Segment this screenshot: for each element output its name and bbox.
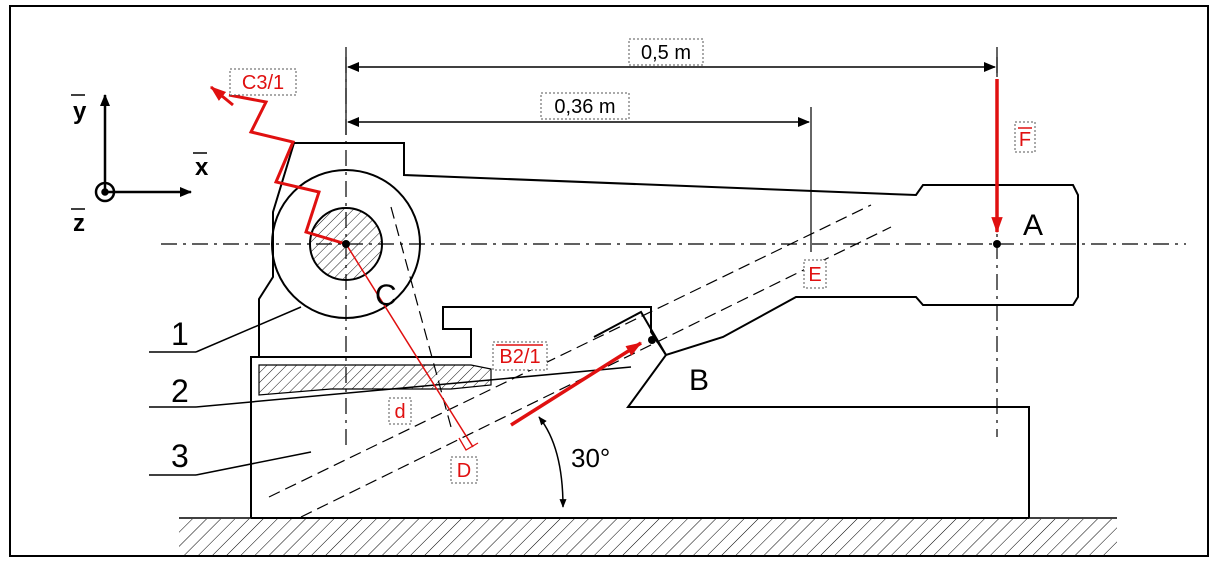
point-c-dot bbox=[342, 240, 350, 248]
spring-c31 bbox=[210, 85, 347, 246]
angle-arc bbox=[538, 416, 567, 508]
diagram-frame: 0,5 m 0,36 m C3/1 F B2/1 d D E A B C 30°… bbox=[9, 5, 1209, 557]
lever-arm-d bbox=[345, 243, 479, 451]
dim-036-label: 0,36 m bbox=[554, 96, 615, 118]
axis-x-label: x bbox=[195, 154, 209, 181]
force-b21-arrow bbox=[510, 341, 642, 427]
point-a-dot bbox=[993, 240, 1001, 248]
dim-extension-lines bbox=[345, 47, 998, 252]
point-e-label: E bbox=[808, 264, 821, 286]
part-2 bbox=[258, 364, 492, 396]
point-d-label: D bbox=[457, 460, 471, 482]
part-2-label: 2 bbox=[171, 373, 189, 409]
axis-z-label: z bbox=[73, 210, 85, 237]
point-c-label: C bbox=[375, 279, 397, 312]
point-b-dot bbox=[648, 336, 656, 344]
axis-y-label: y bbox=[73, 98, 87, 125]
force-f-label: F bbox=[1019, 129, 1031, 151]
axes bbox=[94, 94, 192, 203]
part-1-label: 1 bbox=[171, 316, 189, 352]
force-b21-label: B2/1 bbox=[499, 346, 540, 368]
label-boxes bbox=[229, 38, 1036, 484]
dist-d-label: d bbox=[394, 401, 405, 423]
point-b-label: B bbox=[689, 364, 709, 397]
angle-label: 30° bbox=[571, 443, 610, 473]
points bbox=[342, 240, 1001, 344]
base-part-3 bbox=[250, 142, 1079, 519]
mechanism-drawing: 0,5 m 0,36 m C3/1 F B2/1 d D E A B C 30°… bbox=[71, 38, 1186, 555]
dim-05-label: 0,5 m bbox=[641, 42, 691, 64]
point-a-label: A bbox=[1023, 209, 1043, 242]
spring-c31-label: C3/1 bbox=[242, 72, 284, 94]
ground bbox=[179, 517, 1117, 555]
part-leaders bbox=[149, 306, 632, 476]
part-3-label: 3 bbox=[171, 438, 189, 474]
